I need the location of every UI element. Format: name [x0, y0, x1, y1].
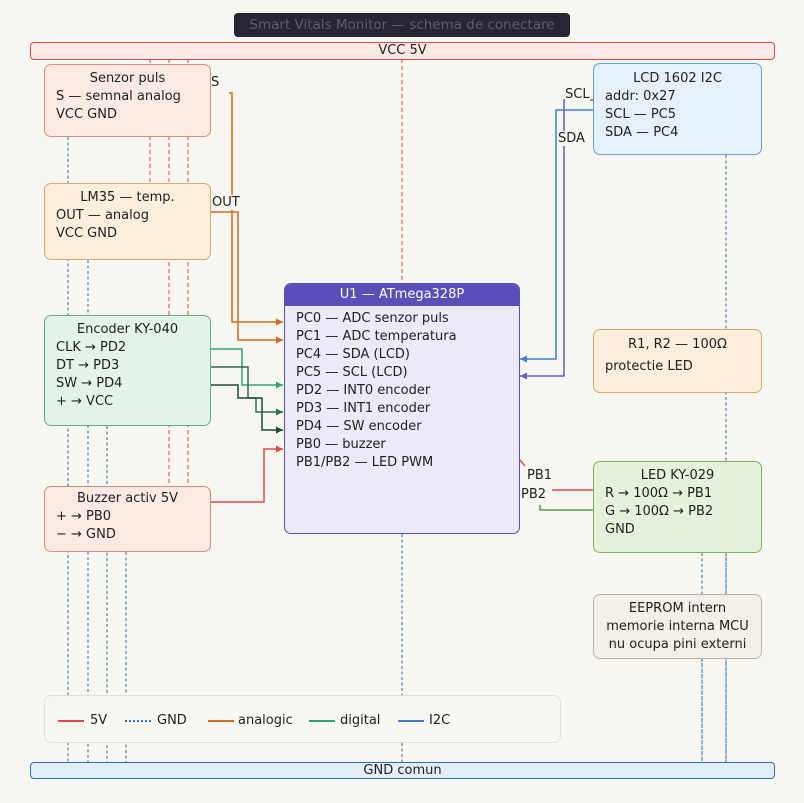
- wire-label-pb1: PB1: [527, 468, 553, 483]
- buzzer-wire: [211, 448, 283, 503]
- mcu-pin: PD4 — SW encoder: [296, 419, 422, 434]
- encoder-title: Encoder KY-040: [76, 322, 179, 337]
- mcu-pin: PD3 — INT1 encoder: [296, 401, 431, 416]
- mcu-box: U1 — ATmega328P PC0 — ADC senzor puls PC…: [284, 283, 520, 534]
- lcd-box: LCD 1602 I2C addr: 0x27 SCL — PC5 SDA — …: [593, 63, 762, 155]
- legend-digital: digital: [340, 713, 381, 728]
- resistors-box: R1, R2 — 100Ω protectie LED: [593, 329, 762, 393]
- led-line: G → 100Ω → PB2: [605, 504, 714, 519]
- legend-swatch-digital: [309, 720, 335, 722]
- wire-label-pb2: PB2: [521, 487, 547, 502]
- buzzer-line: + → PB0: [56, 509, 112, 524]
- mcu-pin: PB0 — buzzer: [296, 437, 386, 452]
- resistors-title: R1, R2 — 100Ω: [628, 337, 727, 352]
- legend-swatch-i2c: [398, 720, 424, 722]
- pulse-sensor-line: VCC GND: [56, 107, 117, 122]
- arrow-pd3: [276, 408, 283, 416]
- digital-wires: [211, 348, 283, 431]
- arrow-pc0: [276, 318, 283, 326]
- legend-i2c: I2C: [429, 713, 451, 728]
- eeprom-line: memorie interna MCU: [606, 619, 749, 634]
- legend-swatch-analog: [208, 720, 234, 722]
- led-line: GND: [605, 522, 635, 537]
- encoder-box: Encoder KY-040 CLK → PD2 DT → PD3 SW → P…: [44, 315, 211, 426]
- pulse-sensor-line: S — semnal analog: [56, 89, 181, 104]
- mcu-title: U1 — ATmega328P: [285, 284, 519, 306]
- digital-wire-sw: [211, 384, 283, 431]
- mcu-pin: PC5 — SCL (LCD): [296, 365, 408, 380]
- resistors-line: protectie LED: [605, 359, 693, 374]
- arrow-pd4: [276, 426, 283, 434]
- lcd-line: addr: 0x27: [605, 89, 676, 104]
- wire-label-scl: SCL: [565, 87, 590, 102]
- legend-swatch-5v: [58, 720, 84, 722]
- lm35-box: LM35 — temp. OUT — analog VCC GND: [44, 183, 211, 260]
- diagram-title: Smart Vitals Monitor — schema de conecta…: [234, 13, 570, 37]
- buzzer-line: − → GND: [56, 527, 116, 542]
- arrow-pd2: [276, 381, 283, 389]
- led-box: LED KY-029 R → 100Ω → PB1 G → 100Ω → PB2…: [593, 461, 762, 553]
- lm35-line: OUT — analog: [56, 208, 149, 223]
- lcd-line: SCL — PC5: [605, 107, 677, 122]
- arrow-sda: [520, 355, 527, 363]
- mcu-pin: PB1/PB2 — LED PWM: [296, 455, 434, 470]
- encoder-line: CLK → PD2: [56, 340, 127, 355]
- digital-wire-dt: [211, 366, 283, 413]
- buzzer-title: Buzzer activ 5V: [76, 491, 179, 506]
- pulse-sensor-title: Senzor puls: [89, 71, 166, 86]
- vcc-rail: VCC 5V: [30, 42, 775, 60]
- legend-5v: 5V: [90, 713, 108, 728]
- encoder-line: DT → PD3: [56, 358, 120, 373]
- mcu-pin: PC4 — SDA (LCD): [296, 347, 410, 362]
- pulse-sensor-box: Senzor puls S — semnal analog VCC GND: [44, 64, 211, 137]
- legend-analog: analogic: [238, 713, 293, 728]
- encoder-line: SW → PD4: [56, 376, 123, 391]
- led-title: LED KY-029: [640, 468, 715, 483]
- wire-label-sda: SDA: [558, 131, 585, 146]
- pwm-wire-pb2: [539, 505, 593, 511]
- wire-label-s: S: [211, 75, 220, 90]
- encoder-line: + → VCC: [56, 394, 114, 409]
- lcd-title: LCD 1602 I2C: [633, 71, 722, 86]
- wire-label-out: OUT: [212, 195, 240, 210]
- arrow-scl: [520, 372, 527, 380]
- i2c-wire-sda: [520, 109, 593, 360]
- lm35-line: VCC GND: [56, 226, 117, 241]
- eeprom-line: nu ocupa pini externi: [608, 637, 747, 652]
- mcu-pin: PD2 — INT0 encoder: [296, 383, 431, 398]
- buzzer-box: Buzzer activ 5V + → PB0 − → GND: [44, 486, 211, 552]
- gnd-rail: GND comun: [30, 762, 775, 779]
- arrow-pb0: [276, 445, 283, 453]
- lm35-title: LM35 — temp.: [80, 190, 175, 205]
- legend-gnd: GND: [157, 713, 187, 728]
- mcu-pin: PC1 — ADC temperatura: [296, 329, 457, 344]
- analog-wire-lm35: [211, 211, 283, 341]
- arrow-pc1: [276, 336, 283, 344]
- legend-swatch-gnd: [125, 720, 151, 722]
- led-line: R → 100Ω → PB1: [605, 486, 713, 501]
- lcd-line: SDA — PC4: [605, 125, 679, 140]
- analog-wires: [211, 92, 283, 341]
- pwm-wire-stub: [519, 459, 526, 467]
- eeprom-line: EEPROM intern: [628, 601, 727, 616]
- mcu-pin: PC0 — ADC senzor puls: [296, 311, 449, 326]
- legend: 5V GND analogic digital I2C: [44, 695, 561, 743]
- eeprom-box: EEPROM intern memorie interna MCU nu ocu…: [593, 594, 762, 659]
